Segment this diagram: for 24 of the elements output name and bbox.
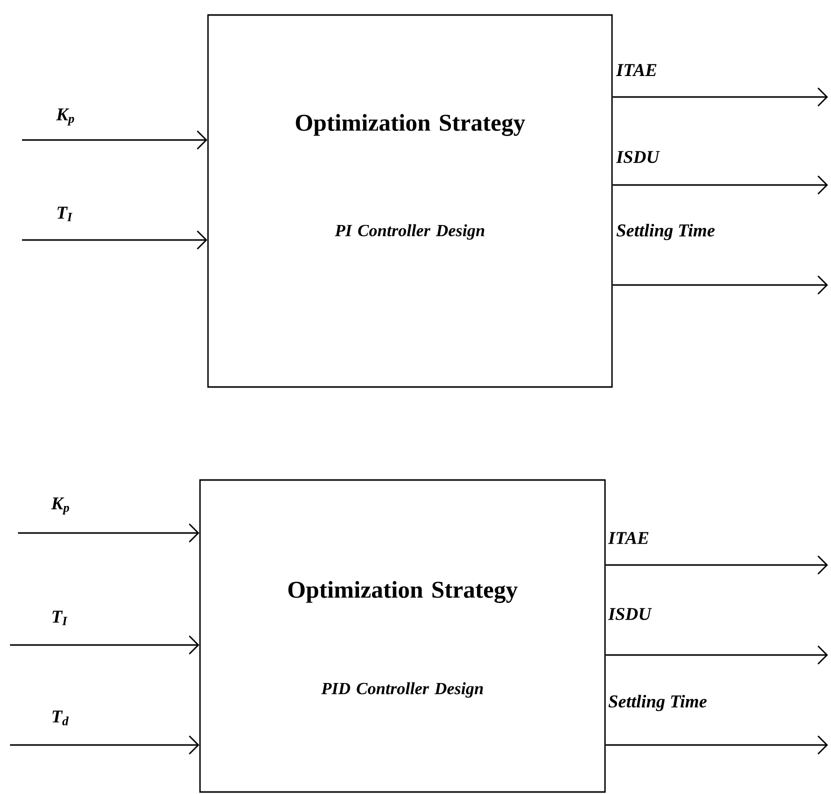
arrow [612,276,828,294]
edge-label: K$_{p}$ [55,107,76,127]
arrow [22,230,208,250]
edge-label: Settling Time [615,222,716,242]
process-box: Optimization Strategy PID Controller Design [199,479,606,793]
edge-label: T$_{I}$ [55,206,74,222]
arrow [18,524,200,542]
edge-label: ISDU [607,606,652,622]
arrow [606,556,828,574]
edge-label: T$_{I}$ [50,610,69,626]
edge-label: ISDU [615,150,660,164]
arrow [606,646,828,664]
arrow [22,130,208,150]
arrow [612,176,828,194]
edge-label: T$_{d}$ [50,710,70,726]
arrow [10,736,200,754]
edge-label: K$_{p}$ [50,496,71,516]
arrow [606,736,828,754]
edge-label: ITAE [607,531,650,545]
arrow [612,88,828,106]
edge-label: ITAE [615,63,658,77]
edge-label: Settling Time [607,694,708,712]
process-box: Optimization Strategy PI Controller Design [207,14,613,388]
arrow [10,636,200,654]
